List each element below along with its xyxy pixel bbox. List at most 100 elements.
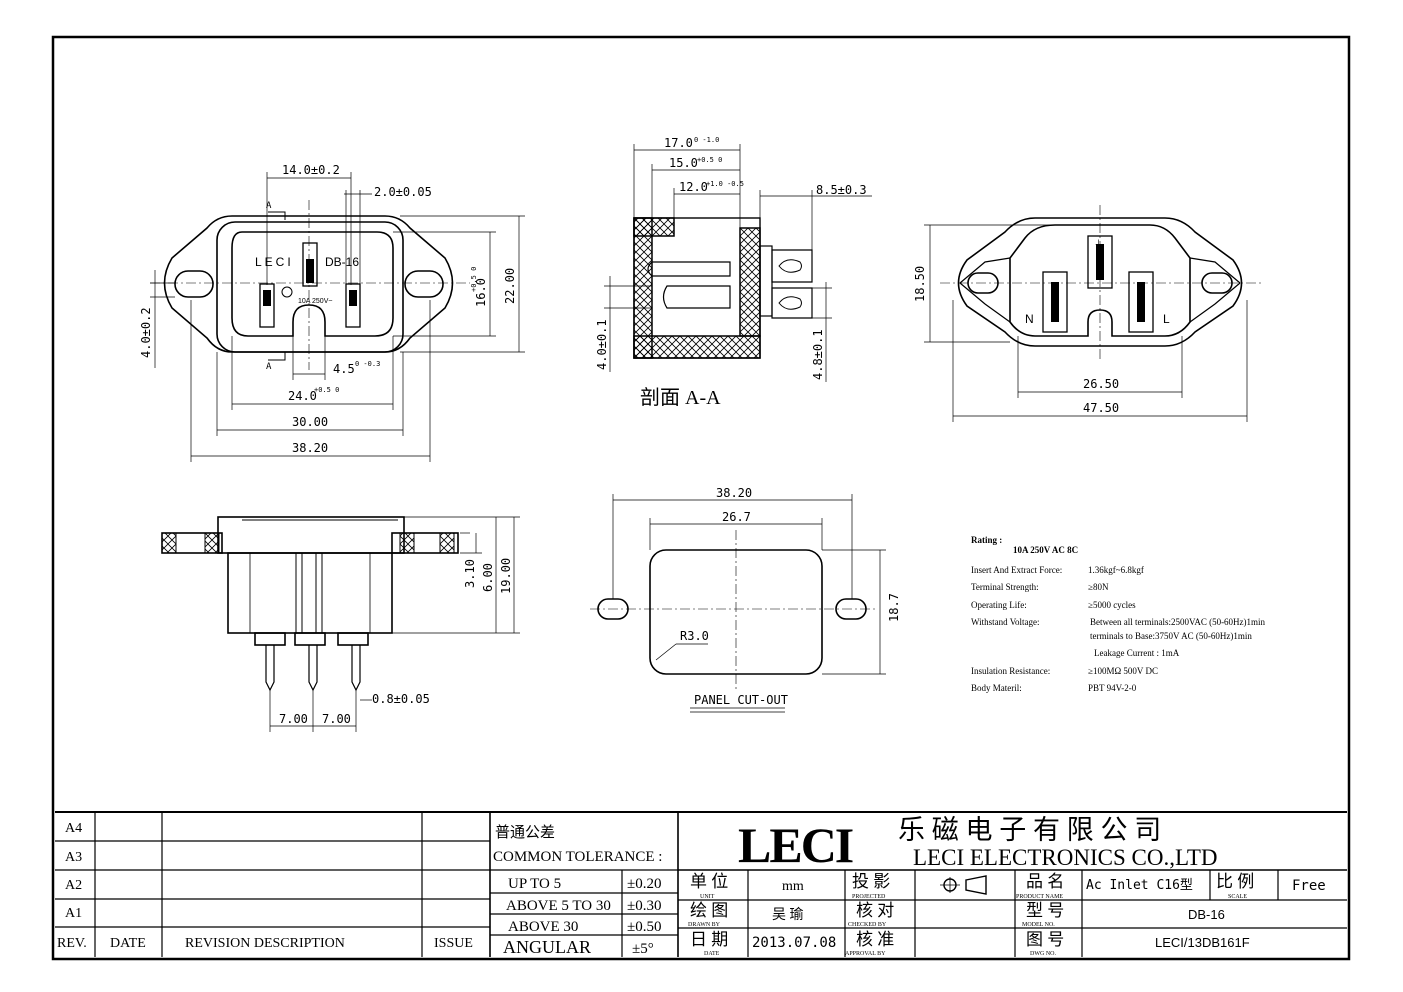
title-block-text: A4 A3 A2 A1 REV. DATE REVISION DESCRIPTI…: [57, 815, 1326, 957]
dim-height-inner-tol: +0.5 0: [470, 267, 478, 292]
dim-cutout-width: 26.7: [722, 510, 751, 524]
front-mounting-hole-right: [404, 270, 444, 298]
tolerance-range-3: ANGULAR: [503, 937, 591, 957]
front-rating: 10A 250V~: [298, 298, 332, 305]
section-hatch-bottom: [633, 335, 761, 359]
scale-label-cn: 比 例: [1216, 872, 1254, 891]
section-view: [604, 144, 872, 382]
dim-rear-inner-width: 26.50: [1083, 377, 1119, 391]
section-mark-bottom: A: [266, 362, 272, 372]
unit-label-cn: 单 位: [690, 872, 728, 891]
rev-header-date: DATE: [110, 936, 146, 951]
spec-label-5: Withstand Voltage:: [971, 617, 1040, 627]
spec-value-1: 10A 250V AC 8C: [1013, 545, 1078, 555]
dim-section-d3: 12.0: [679, 180, 708, 194]
dim-cutout-overall: 38.20: [716, 486, 752, 500]
rear-view-text: N L ⏚ 18.50 26.50 47.50: [913, 239, 1170, 415]
panel-cutout-text: 38.20 26.7 18.7 R3.0 PANEL CUT-OUT: [680, 486, 901, 707]
spec-value-2: 1.36kgf~6.8kgf: [1088, 565, 1144, 575]
checked-label-cn: 核 对: [856, 901, 894, 920]
drawn-label-cn: 绘 图: [690, 901, 728, 920]
approval-label-cn: 核 准: [856, 930, 894, 949]
dim-cutout-radius: R3.0: [680, 629, 709, 643]
dwg-label-cn: 图 号: [1026, 930, 1064, 949]
spec-value-4: ≥5000 cycles: [1088, 600, 1136, 610]
dim-left-height: 4.0±0.2: [139, 307, 153, 358]
company-name-en: LECI ELECTRONICS CO.,LTD: [913, 845, 1218, 870]
company-name-cn: 乐 磁 电 子 有 限 公 司: [898, 815, 1161, 845]
drawn-value: 吴 瑜: [772, 907, 804, 923]
dim-section-right: 4.8±0.1: [811, 329, 825, 380]
rev-header-issue: ISSUE: [434, 936, 473, 951]
front-pin-earth: [302, 242, 318, 287]
dim-height-inner: 16.0: [474, 278, 488, 307]
dim-section-tab: 8.5±0.3: [816, 183, 867, 197]
dim-section-d1: 17.0: [664, 136, 693, 150]
dim-notch: 4.5: [333, 362, 355, 376]
front-model: DB-16: [325, 255, 359, 269]
title-block: [55, 811, 1347, 957]
side-view: [161, 516, 520, 732]
spec-value-8: ≥100MΩ 500V DC: [1088, 666, 1158, 676]
rev-label-a2: A2: [65, 878, 82, 893]
tolerance-value-2: ±0.50: [627, 919, 661, 935]
spec-label-3: Terminal Strength:: [971, 582, 1039, 592]
model-label-en: MODEL NO.: [1022, 922, 1055, 928]
tolerance-range-2: ABOVE 30: [508, 919, 578, 935]
section-pin-upper: [647, 261, 731, 277]
product-name-label-cn: 品 名: [1026, 872, 1064, 891]
dim-side-d1: 3.10: [463, 559, 477, 588]
spec-label-4: Operating Life:: [971, 600, 1027, 610]
approval-label-en: APPROVAL BY: [845, 951, 886, 957]
drawn-label-en: DRAWN BY: [688, 922, 721, 928]
projected-label-cn: 投 影: [852, 872, 890, 891]
front-view: [150, 172, 525, 462]
dim-rear-height: 18.50: [913, 266, 927, 302]
section-view-text: 17.0 0 -1.0 15.0 +0.5 0 12.0 +1.0 -0.5 8…: [595, 136, 867, 409]
tolerance-title-cn: 普通公差: [495, 824, 555, 841]
rev-label-a4: A4: [65, 821, 82, 836]
spec-value-3: ≥80N: [1088, 582, 1109, 592]
front-brand: LECI: [255, 255, 294, 269]
spec-label-9: Body Materil:: [971, 683, 1022, 693]
rear-label-neutral: N: [1025, 312, 1034, 326]
dim-notch-tol: 0 -0.3: [355, 360, 380, 368]
section-mark-top: A: [266, 201, 272, 211]
rear-label-live: L: [1163, 312, 1170, 326]
section-pin-lower: [662, 285, 731, 309]
section-hatch-right: [739, 227, 761, 337]
front-socket-outline: [231, 231, 394, 337]
dim-flange-width: 30.00: [292, 415, 328, 429]
tolerance-value-0: ±0.20: [627, 876, 661, 892]
date-label-cn: 日 期: [690, 930, 728, 949]
rear-pin-live: [1128, 271, 1154, 333]
unit-value: mm: [782, 879, 804, 894]
dim-section-d2: 15.0: [669, 156, 698, 170]
dim-section-d3-tol: +1.0 -0.5: [706, 180, 744, 188]
spec-label-0: Rating :: [971, 535, 1002, 545]
spec-label-8: Insulation Resistance:: [971, 666, 1050, 676]
model-value: DB-16: [1188, 907, 1225, 922]
front-pin-live: [345, 283, 361, 328]
dim-section-d2-tol: +0.5 0: [697, 156, 722, 164]
dim-rear-overall-width: 47.50: [1083, 401, 1119, 415]
front-mounting-hole-left: [174, 270, 214, 298]
dim-height-outer: 22.00: [503, 268, 517, 304]
date-value: 2013.07.08: [752, 935, 836, 951]
dim-side-pin: 0.8±0.05: [372, 692, 430, 706]
section-tab-lower: [771, 287, 813, 319]
section-title: 剖面 A-A: [640, 386, 721, 409]
tolerance-value-3: ±5°: [632, 941, 654, 957]
front-view-text: LECI DB-16 10A 250V~ A A 14.0±0.2 2.0±0.…: [139, 163, 517, 455]
spec-table: Rating : 10A 250V AC 8C Insert And Extra…: [971, 535, 1266, 693]
section-tab-upper: [771, 249, 813, 283]
tolerance-range-0: UP TO 5: [508, 876, 561, 892]
dim-section-left: 4.0±0.1: [595, 319, 609, 370]
spec-value-6: terminals to Base:3750V AC (50-60Hz)1min: [1090, 631, 1252, 641]
dim-overall-width: 38.20: [292, 441, 328, 455]
projection-symbol-icon: [940, 875, 987, 895]
tolerance-title-en: COMMON TOLERANCE :: [493, 849, 662, 865]
rev-label-a3: A3: [65, 850, 82, 865]
cutout-title: PANEL CUT-OUT: [694, 693, 788, 707]
